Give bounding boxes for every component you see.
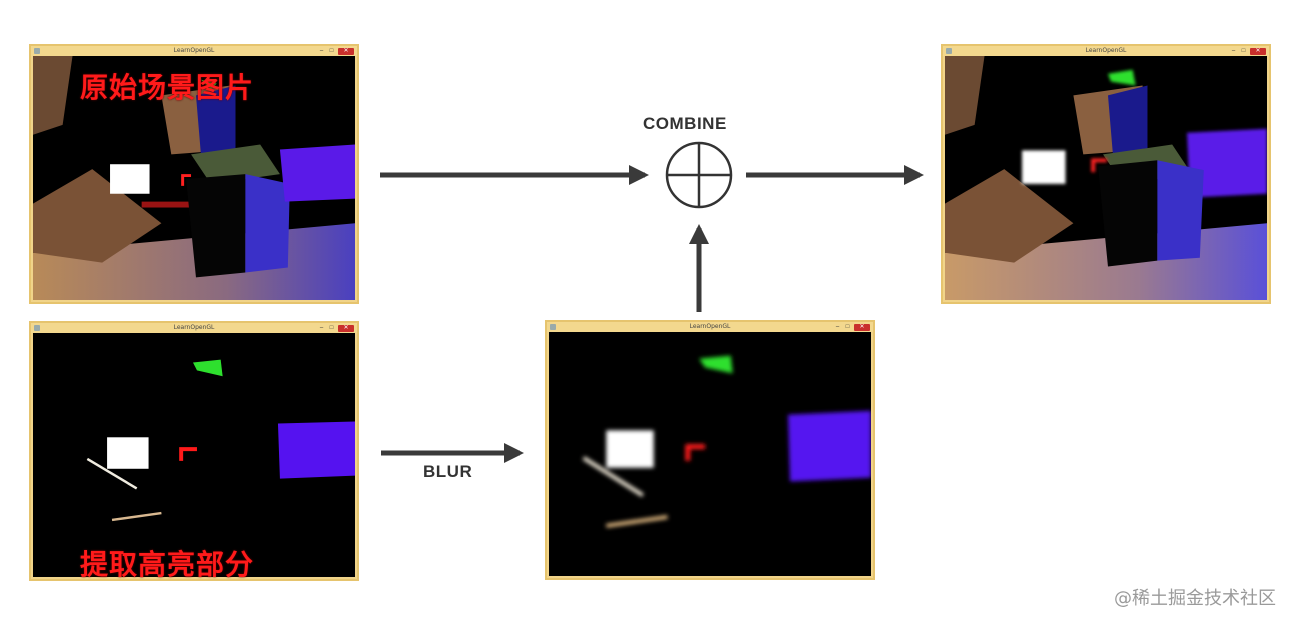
window-result[interactable]: LearnOpenGL – □ ✕ [941,44,1271,304]
window-title: LearnOpenGL [173,324,215,331]
minimize-icon[interactable]: – [319,325,324,331]
app-icon [550,324,556,330]
app-icon [34,48,40,54]
close-icon[interactable]: ✕ [1250,47,1266,55]
minimize-icon[interactable]: – [1231,48,1236,54]
window-title: LearnOpenGL [689,323,731,330]
maximize-icon[interactable]: □ [845,324,850,330]
minimize-icon[interactable]: – [319,48,324,54]
window-titlebar[interactable] [943,46,1269,56]
window-title: LearnOpenGL [173,47,215,54]
combine-label: COMBINE [643,114,727,133]
window-titlebar[interactable] [31,323,357,333]
window-blurred[interactable]: LearnOpenGL – □ ✕ [545,320,875,580]
window-titlebar[interactable] [547,322,873,332]
bright-render [33,333,355,577]
minimize-icon[interactable]: – [835,324,840,330]
maximize-icon[interactable]: □ [329,325,334,331]
close-icon[interactable]: ✕ [854,323,870,331]
window-original-scene[interactable]: LearnOpenGL – □ ✕ [29,44,359,304]
app-icon [34,325,40,331]
window-bright-parts[interactable]: LearnOpenGL – □ ✕ [29,321,359,581]
result-render [945,56,1267,300]
blurred-render [549,332,871,576]
combine-symbol [665,141,733,209]
watermark: @稀土掘金技术社区 [1114,588,1276,609]
app-icon [946,48,952,54]
window-title: LearnOpenGL [1085,47,1127,54]
window-titlebar[interactable] [31,46,357,56]
original-scene-label: 原始场景图片 [80,71,255,104]
close-icon[interactable]: ✕ [338,324,354,332]
blur-label: BLUR [423,462,473,481]
maximize-icon[interactable]: □ [1241,48,1246,54]
close-icon[interactable]: ✕ [338,47,354,55]
scene-render [33,56,355,300]
bright-parts-label: 提取高亮部分 [80,548,255,581]
maximize-icon[interactable]: □ [329,48,334,54]
